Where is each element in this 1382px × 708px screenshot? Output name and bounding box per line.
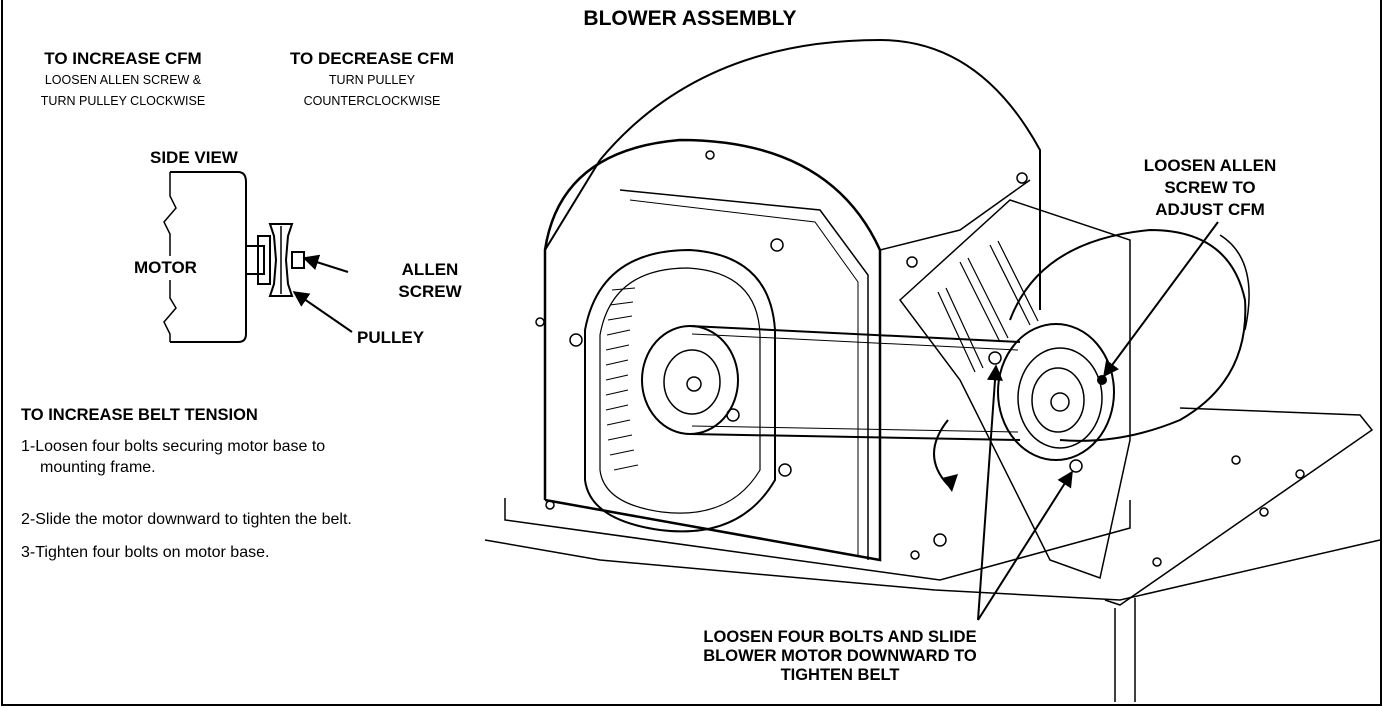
blower-housing-back <box>599 38 1041 310</box>
pulley-sheave <box>268 223 294 297</box>
loosen-bolts-callout: LOOSEN FOUR BOLTS AND SLIDE BLOWER MOTOR… <box>640 628 1040 685</box>
belt-tension-step: 2-Slide the motor downward to tighten th… <box>21 509 352 530</box>
housing-top-edge <box>544 159 601 251</box>
allen-arrow <box>302 254 349 273</box>
increase-cfm-line: TURN PULLEY CLOCKWISE <box>40 94 206 108</box>
decrease-cfm-heading: TO DECREASE CFM <box>289 49 455 68</box>
mounting-plate-right <box>1104 407 1374 606</box>
motor-pulley-outer <box>997 323 1115 461</box>
loosen-allen-callout: LOOSEN ALLEN SCREW TO ADJUST CFM <box>1120 155 1300 221</box>
blower-housing-front <box>543 138 882 562</box>
motor-pulley-hub <box>1031 367 1085 433</box>
belt-tension-heading: TO INCREASE BELT TENSION <box>21 406 258 424</box>
motor-pulley-allen-screw <box>1097 375 1107 385</box>
motor-label: MOTOR <box>134 258 197 277</box>
allen-screw-label-line: ALLEN <box>401 260 459 279</box>
side-view-title: SIDE VIEW <box>150 148 238 167</box>
blower-shaft <box>686 376 702 392</box>
blower-assembly-drawing <box>484 38 1381 702</box>
pulley-arrow <box>292 291 353 333</box>
blower-wheel-blades <box>605 287 639 471</box>
motor-shaft <box>1050 392 1070 412</box>
callout-line: BLOWER MOTOR DOWNWARD TO <box>703 647 977 665</box>
motor-bracket-slots <box>937 240 1039 373</box>
belt-tension-step: 1-Loosen four bolts securing motor base … <box>21 436 325 478</box>
side-view-drawing <box>163 171 353 343</box>
bolts-callout-arrow <box>977 470 1073 621</box>
housing-screws <box>535 150 1028 547</box>
increase-cfm-heading: TO INCREASE CFM <box>44 49 202 68</box>
allen-screw-label-line: SCREW <box>398 282 462 301</box>
housing-side-panel <box>879 179 1031 251</box>
frame-leg <box>1114 598 1136 702</box>
motor-pulley-mid <box>1017 347 1103 449</box>
rotation-arrow-head <box>942 474 958 492</box>
mounting-bolts <box>545 351 1305 567</box>
pulley-hub <box>257 235 271 285</box>
belt-tension-step: 3-Tighten four bolts on motor base. <box>21 542 269 563</box>
decrease-cfm-line: COUNTERCLOCKWISE <box>303 94 441 108</box>
callout-line: SCREW TO <box>1164 178 1256 197</box>
motor-end-cap <box>1219 234 1250 331</box>
housing-rim-inner <box>629 199 859 555</box>
base-frame <box>484 539 1381 601</box>
allen-screw-label: ALLEN SCREW <box>395 259 465 303</box>
increase-cfm-line: LOOSEN ALLEN SCREW & <box>44 73 202 87</box>
motor-bracket <box>898 199 1131 579</box>
mounting-rail <box>504 498 1131 581</box>
step-text: 1-Loosen four bolts securing motor base … <box>21 438 326 455</box>
drive-belt <box>689 325 1021 441</box>
pulley-label: PULLEY <box>357 328 425 347</box>
step-text: 2-Slide the motor downward to tighten th… <box>21 511 352 528</box>
blower-motor-body <box>1009 228 1247 442</box>
decrease-cfm-line: TURN PULLEY <box>328 73 416 87</box>
callout-line: TIGHTEN BELT <box>780 666 900 684</box>
step-continuation: mounting frame. <box>40 459 156 476</box>
allen-screw-callout-arrow <box>1103 221 1219 378</box>
diagram-title: BLOWER ASSEMBLY <box>583 7 797 30</box>
housing-rim <box>619 189 869 560</box>
motor-break-line <box>163 172 177 256</box>
step-text: 3-Tighten four bolts on motor base. <box>21 544 270 561</box>
callout-arrows <box>977 221 1219 621</box>
motor-shaft <box>245 245 265 275</box>
blower-pulley-inner <box>663 349 721 415</box>
bolts-callout-arrow <box>977 364 1003 621</box>
callout-line: LOOSEN FOUR BOLTS AND SLIDE <box>703 628 977 646</box>
motor-break-line <box>163 280 177 342</box>
callout-line: ADJUST CFM <box>1155 200 1265 219</box>
callout-line: LOOSEN ALLEN <box>1143 156 1277 175</box>
